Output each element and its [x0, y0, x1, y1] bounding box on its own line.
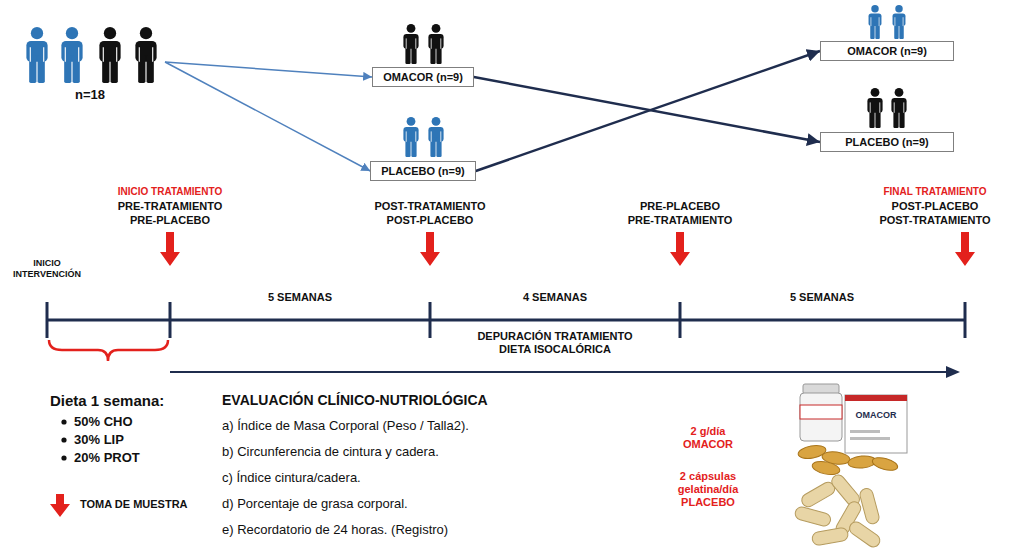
omacor-capsules — [797, 444, 899, 477]
label-holder: 2 g/día OMACOR — [677, 425, 739, 451]
bracket — [49, 340, 168, 361]
dose-note: 2 g/día OMACOR — [677, 425, 739, 451]
group-box: PLACEBO (n=9) — [370, 161, 475, 181]
timeline-label: PRE-TRATAMIENTO — [628, 214, 733, 227]
group-label: PLACEBO (n=9) — [831, 135, 943, 149]
sample-arrows — [160, 232, 975, 266]
evaluation-item: a) Índice de Masa Corporal (Peso / Talla… — [222, 418, 469, 434]
timeline-label: POST-TRATAMIENTO — [879, 214, 990, 227]
label-holder: 20% PROT — [74, 450, 140, 466]
label-holder: d) Porcentaje de grasa corporal. — [222, 496, 408, 512]
label-holder: POST-TRATAMIENTO — [879, 214, 990, 227]
timeline-label: PRE-PLACEBO — [130, 214, 210, 227]
legend-entry: TOMA DE MUESTRA — [80, 498, 188, 510]
group-box: OMACOR (n=9) — [820, 41, 954, 61]
phase-title: INICIO TRATAMIENTO — [118, 186, 222, 198]
diet-heading: Dieta 1 semana: — [50, 392, 164, 410]
label-holder: EVALUACIÓN CLÍNICO-NUTRIOLÓGICA — [222, 392, 488, 409]
omacor-package — [800, 384, 907, 453]
label-holder: OMACOR — [856, 410, 897, 421]
legend-text: TOMA DE MUESTRA — [80, 498, 188, 510]
period-note: DEPURACIÓN TRATAMIENTO DIETA ISOCALÓRICA — [460, 330, 650, 356]
evaluation-item: b) Circunferencia de cintura y cadera. — [222, 444, 439, 460]
label-holder: DEPURACIÓN TRATAMIENTO DIETA ISOCALÓRICA — [460, 330, 650, 356]
diet-item: 30% LIP — [74, 432, 124, 448]
period-arrow — [170, 366, 960, 378]
evaluation-item: c) Índice cintura/cadera. — [222, 470, 361, 486]
diet-item: 50% CHO — [74, 414, 133, 430]
label-holder: 5 SEMANAS — [268, 291, 332, 304]
label-holder: INICIO INTERVENCIÓN — [5, 258, 89, 280]
label-holder: POST-TRATAMIENTO — [374, 200, 485, 213]
label-holder: e) Recordatorio de 24 horas. (Registro) — [222, 522, 448, 538]
duration-label: 5 SEMANAS — [790, 291, 854, 304]
evaluation-item: e) Recordatorio de 24 horas. (Registro) — [222, 522, 448, 538]
label-holder: Dieta 1 semana: — [50, 392, 164, 410]
dose-note: 2 cápsulas gelatina/día PLACEBO — [666, 470, 750, 510]
timeline-label: PRE-TRATAMIENTO — [118, 200, 223, 213]
label-holder: 2 cápsulas gelatina/día PLACEBO — [666, 470, 750, 510]
label-holder: POST-PLACEBO — [892, 200, 979, 213]
label-holder: 30% LIP — [74, 432, 124, 448]
person-icons — [26, 5, 906, 157]
legend-sample-arrow — [50, 494, 70, 517]
timeline-label: POST-TRATAMIENTO — [374, 200, 485, 213]
label-holder: 4 SEMANAS — [523, 291, 587, 304]
group-label: OMACOR (n=9) — [383, 70, 463, 84]
label-holder: FINAL TRATAMIENTO — [883, 186, 986, 198]
placebo-capsules — [794, 472, 883, 549]
label-holder: POST-PLACEBO — [387, 214, 474, 227]
evaluation-heading: EVALUACIÓN CLÍNICO-NUTRIOLÓGICA — [222, 392, 488, 409]
group-label: OMACOR (n=9) — [831, 44, 943, 58]
timeline-label: PRE-PLACEBO — [640, 200, 720, 213]
label-holder: a) Índice de Masa Corporal (Peso / Talla… — [222, 418, 469, 434]
label-holder: PRE-TRATAMIENTO — [118, 200, 223, 213]
group-box: OMACOR (n=9) — [372, 67, 474, 87]
label-holder: b) Circunferencia de cintura y cadera. — [222, 444, 439, 460]
diet-item: 20% PROT — [74, 450, 140, 466]
phase-title: FINAL TRATAMIENTO — [883, 186, 986, 198]
flow-arrow — [165, 62, 370, 171]
label-holder: 50% CHO — [74, 414, 133, 430]
group-label: PLACEBO (n=9) — [381, 164, 464, 178]
label-holder: PRE-TRATAMIENTO — [628, 214, 733, 227]
label-holder: INICIO TRATAMIENTO — [118, 186, 222, 198]
label-holder: c) Índice cintura/cadera. — [222, 470, 361, 486]
group-count: n=18 — [75, 87, 105, 102]
timeline-label: POST-PLACEBO — [892, 200, 979, 213]
bullets — [61, 419, 66, 460]
timeline-label: INICIO INTERVENCIÓN — [5, 258, 89, 280]
group-box: PLACEBO (n=9) — [820, 132, 954, 152]
flow-arrow — [474, 77, 820, 142]
flow-arrow — [476, 51, 820, 171]
flow-arrow — [165, 62, 372, 77]
label-holder: 5 SEMANAS — [790, 291, 854, 304]
participant-group: n=18 — [15, 22, 165, 102]
duration-label: 5 SEMANAS — [268, 291, 332, 304]
label-holder: PRE-PLACEBO — [130, 214, 210, 227]
timeline-label: POST-PLACEBO — [387, 214, 474, 227]
duration-label: 4 SEMANAS — [523, 291, 587, 304]
label-holder: PRE-PLACEBO — [640, 200, 720, 213]
package-text: OMACOR — [856, 410, 897, 421]
evaluation-item: d) Porcentaje de grasa corporal. — [222, 496, 408, 512]
